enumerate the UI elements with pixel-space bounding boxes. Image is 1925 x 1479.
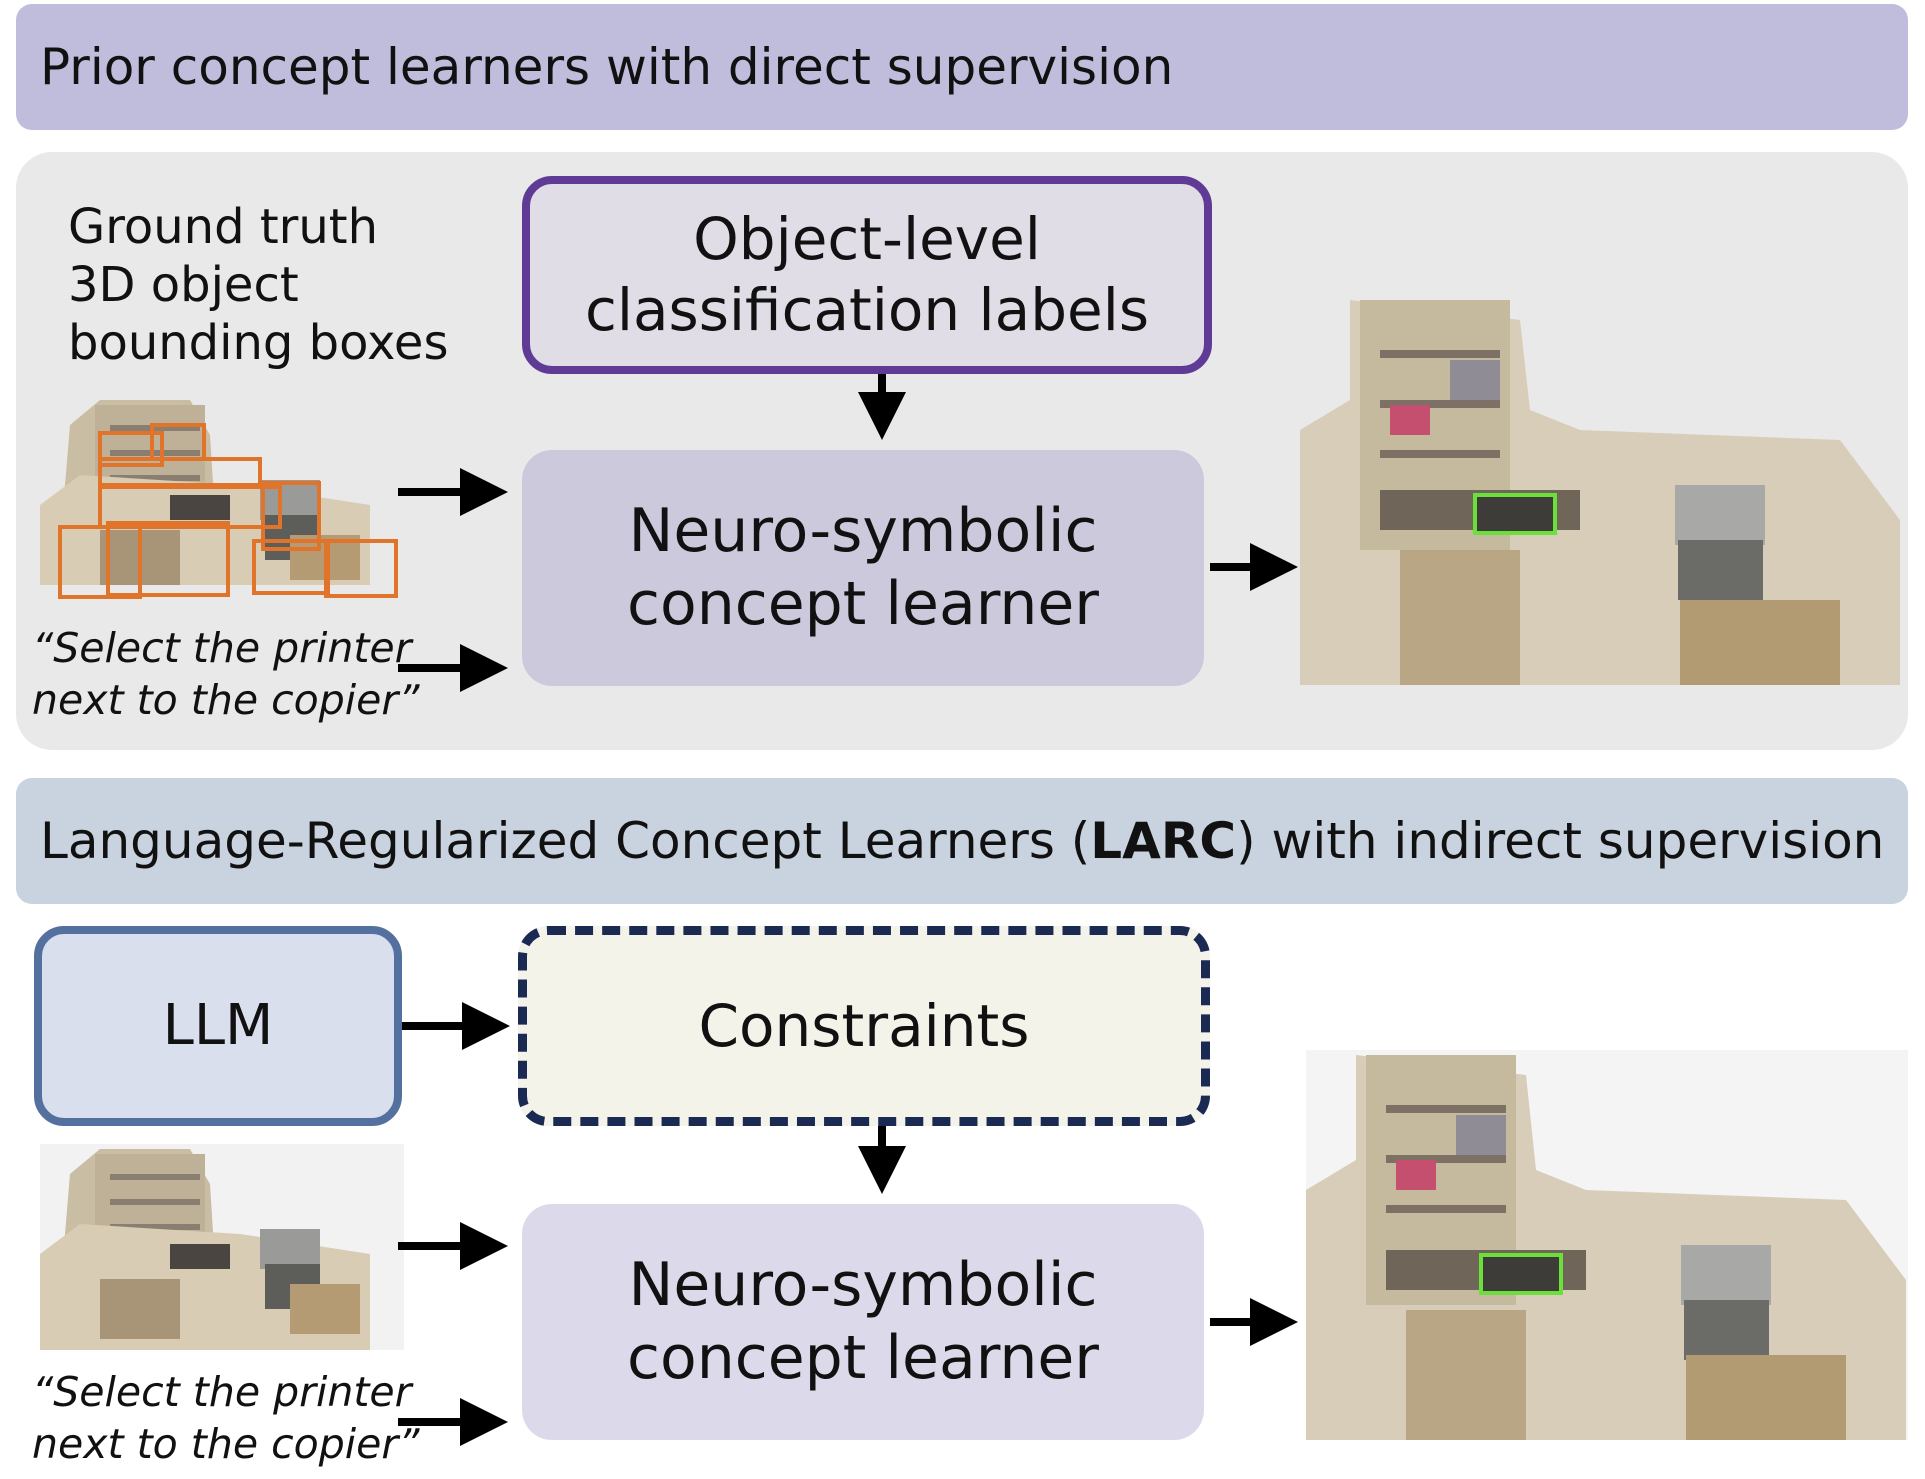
larc-acronym: LARC xyxy=(1090,812,1237,870)
top-section-title: Prior concept learners with direct super… xyxy=(16,4,1908,130)
bottom-title-suffix: ) with indirect supervision xyxy=(1236,812,1885,870)
object-level-labels-box: Object-level classification labels xyxy=(522,176,1212,374)
ground-truth-label: Ground truth 3D object bounding boxes xyxy=(68,199,449,371)
scene-with-ground-truth-boxes xyxy=(40,395,404,605)
output-scene-bottom xyxy=(1306,1050,1908,1440)
output-scene-top xyxy=(1300,290,1908,685)
llm-box: LLM xyxy=(34,926,402,1126)
concept-learner-box-top: Neuro-symbolic concept learner xyxy=(522,450,1204,686)
query-text-bottom: “Select the printer next to the copier” xyxy=(32,1368,420,1468)
bottom-title-prefix: Language-Regularized Concept Learners ( xyxy=(40,812,1091,870)
bottom-section-title: Language-Regularized Concept Learners (L… xyxy=(16,778,1908,904)
input-scene-bottom xyxy=(40,1144,404,1350)
query-text-top: “Select the printer next to the copier” xyxy=(32,624,420,724)
concept-learner-box-bottom: Neuro-symbolic concept learner xyxy=(522,1204,1204,1440)
constraints-box: Constraints xyxy=(518,926,1210,1126)
